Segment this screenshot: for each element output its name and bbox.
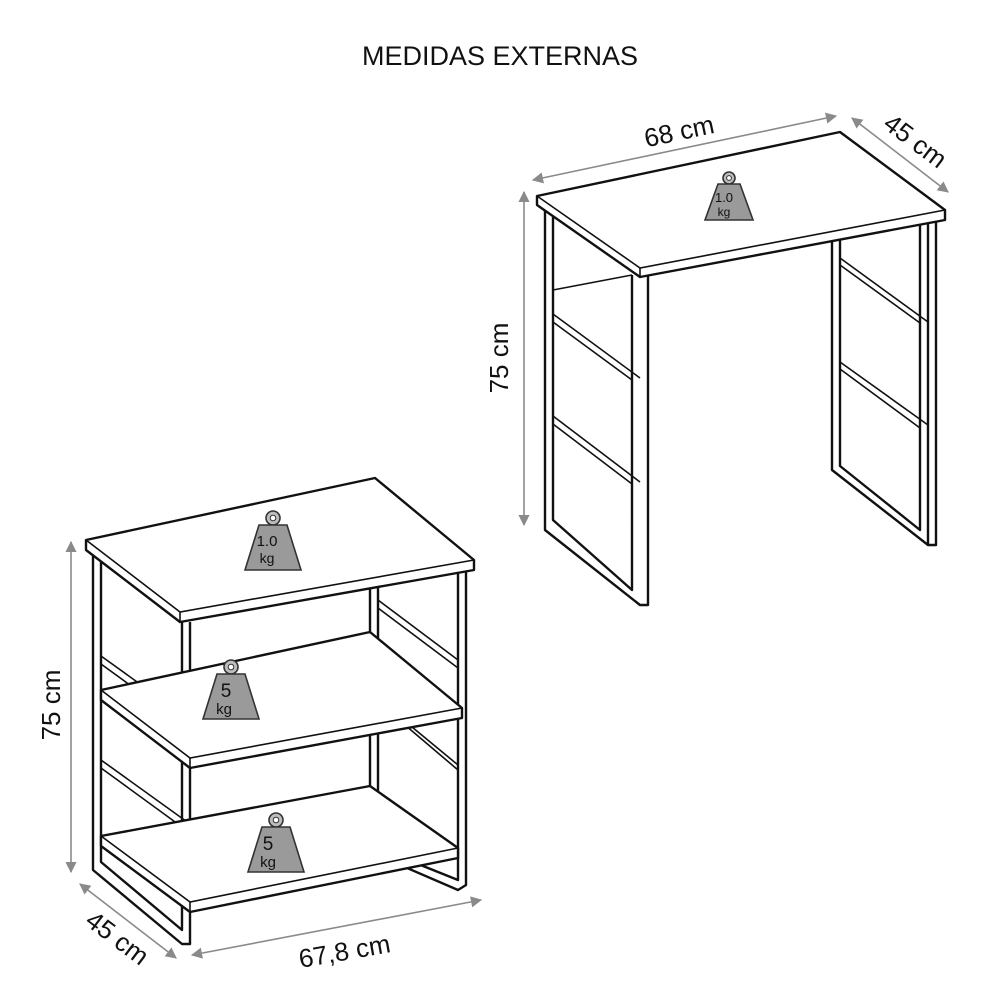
shelf-top-weight-unit: kg	[260, 550, 275, 566]
shelf-width-dimension-line	[190, 896, 483, 959]
weight-icon: 1.0 kg	[243, 510, 303, 571]
shelf-drawing: 1.0 kg 5 kg 5 kg 75 cm 45 cm 67,8 cm	[36, 476, 483, 974]
shelf-bottom-weight-value: 5	[263, 834, 274, 855]
desk-left-leg	[543, 210, 650, 607]
shelf-middle-panel	[99, 630, 464, 770]
desk-width-label: 68 cm	[641, 109, 717, 153]
desk-width-dimension-line	[531, 112, 838, 184]
shelf-depth-dimension-line	[79, 883, 177, 959]
desk-drawing: 1.0 kg 68 cm 45 cm 75 cm	[484, 108, 953, 607]
shelf-middle-weight-value: 5	[221, 681, 232, 702]
shelf-height-label: 75 cm	[36, 670, 66, 741]
shelf-depth-label: 45 cm	[80, 905, 155, 972]
shelf-middle-weight-unit: kg	[216, 701, 232, 718]
desk-top-weight-unit: kg	[718, 205, 731, 219]
desk-height-label: 75 cm	[484, 323, 514, 394]
desk-depth-dimension-line	[851, 117, 949, 193]
desk-top-weight-value: 1.0	[715, 190, 733, 205]
shelf-bottom-weight-unit: kg	[260, 854, 276, 871]
shelf-width-label: 67,8 cm	[296, 928, 392, 974]
shelf-top-weight-value: 1.0	[257, 533, 278, 550]
desk-depth-label: 45 cm	[878, 108, 953, 175]
weight-icon: 5 kg	[246, 812, 306, 873]
desk-right-leg	[830, 220, 938, 547]
page-title: MEDIDAS EXTERNAS	[362, 41, 638, 71]
weight-icon: 5 kg	[201, 659, 261, 720]
